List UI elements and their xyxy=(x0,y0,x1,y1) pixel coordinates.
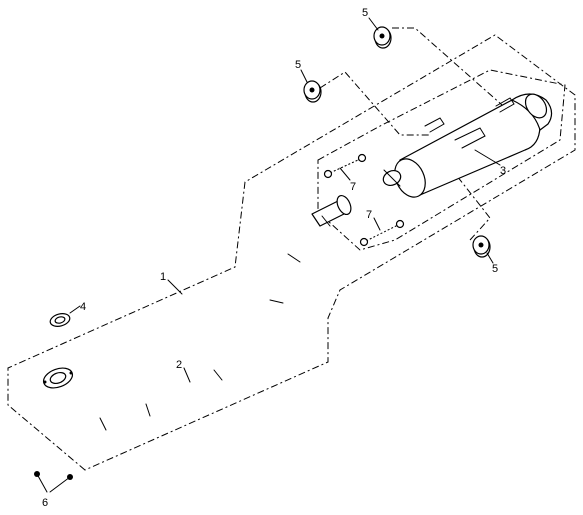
leader-3 xyxy=(474,149,501,166)
leader-7b xyxy=(373,217,381,231)
spring-7-upper xyxy=(323,153,367,179)
nuts-6 xyxy=(34,471,73,493)
grommet-5-right xyxy=(472,235,491,258)
leader-5b xyxy=(300,69,308,83)
callout-5-right: 5 xyxy=(492,263,498,275)
leader-4 xyxy=(69,305,81,314)
header-pipe xyxy=(42,194,352,431)
spring-7-lower xyxy=(359,219,405,247)
callout-1: 1 xyxy=(160,271,166,283)
leader-7a xyxy=(339,167,351,181)
callout-4: 4 xyxy=(80,301,86,313)
grommet-5-top xyxy=(373,26,392,49)
grommet-5-middle xyxy=(303,80,322,103)
grommet-5-leader-mid xyxy=(319,71,430,136)
callout-3: 3 xyxy=(500,165,506,177)
leader-2 xyxy=(183,367,191,383)
callout-2: 2 xyxy=(176,359,182,371)
grommet-5-leader-top xyxy=(392,27,511,113)
assembly-3-boundary xyxy=(317,69,566,251)
assembly-1-boundary xyxy=(7,34,576,471)
header-outlet-joint xyxy=(311,194,352,227)
leader-5a xyxy=(368,17,379,31)
leader-1 xyxy=(167,279,183,295)
header-flange xyxy=(42,367,74,389)
muffler xyxy=(382,93,553,198)
callout-7-upper: 7 xyxy=(350,181,356,193)
callout-7-lower: 7 xyxy=(366,209,372,221)
callout-6: 6 xyxy=(42,497,48,509)
leader-5c xyxy=(486,252,494,264)
gasket-4 xyxy=(49,313,71,327)
callout-5-top: 5 xyxy=(362,7,368,19)
callout-5-middle: 5 xyxy=(295,59,301,71)
